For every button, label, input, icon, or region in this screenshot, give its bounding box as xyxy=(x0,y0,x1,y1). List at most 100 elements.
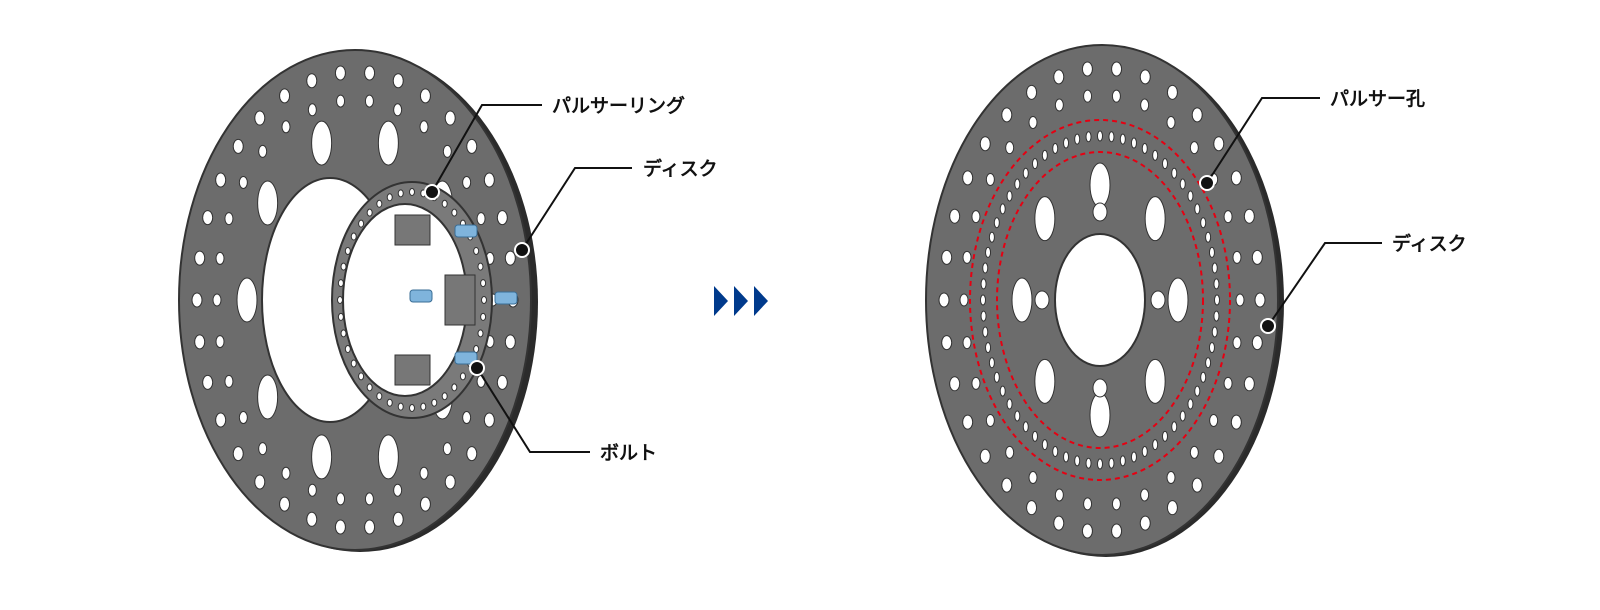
pulser-hole xyxy=(1130,451,1137,463)
pulser-hole xyxy=(1179,178,1186,190)
pulser-hole xyxy=(1063,451,1070,463)
disc-slot xyxy=(1034,196,1056,242)
pulser-hole xyxy=(1208,342,1215,354)
disc-hole xyxy=(466,138,478,154)
pulser-ring-hole xyxy=(441,199,448,208)
pulser-hole xyxy=(1141,142,1148,154)
pulser-hole xyxy=(982,262,989,274)
disc-hole xyxy=(1251,249,1263,265)
label-pulser-hole: パルサー孔 xyxy=(1330,88,1425,110)
disc-hole xyxy=(1166,500,1178,516)
pulser-hole xyxy=(1187,398,1194,410)
disc-hole xyxy=(364,492,374,506)
disc-hole xyxy=(194,250,206,266)
pulser-hole-highlight xyxy=(969,119,1231,481)
disc-hole xyxy=(1026,500,1038,516)
label-pulser-ring: パルサーリング xyxy=(552,94,685,117)
pulser-hole xyxy=(988,231,995,243)
pulser-ring-hole xyxy=(451,383,458,392)
disc-hole xyxy=(1081,61,1093,77)
disc-hole xyxy=(281,466,291,480)
disc-hole xyxy=(1111,523,1123,539)
pulser-ring-hole xyxy=(358,219,365,228)
disc-hole xyxy=(232,446,244,462)
disc-hole xyxy=(1054,98,1064,112)
pulser-hole xyxy=(1006,190,1013,202)
disc-hole xyxy=(442,442,452,456)
disc-hole xyxy=(1243,376,1255,392)
disc-hole xyxy=(1213,136,1225,152)
pulser-hole xyxy=(1052,446,1059,458)
pulser-hole xyxy=(999,385,1006,397)
mount-hole xyxy=(1034,290,1050,310)
disc-hole xyxy=(985,413,995,427)
pulser-ring-hole xyxy=(480,279,487,288)
pulser-ring-hole xyxy=(397,189,404,198)
pulser-hole xyxy=(1208,246,1215,258)
pulser-hole xyxy=(1108,457,1115,469)
pulser-hole xyxy=(1214,294,1220,306)
disc-hole xyxy=(949,376,961,392)
disc-hole xyxy=(462,175,472,189)
disc-hole xyxy=(258,144,268,158)
label-disc-before: ディスク xyxy=(643,157,718,180)
pulser-hole xyxy=(1085,131,1092,143)
pulser-hole xyxy=(1179,410,1186,422)
pulser-hole xyxy=(1152,149,1159,161)
pulser-hole xyxy=(1213,310,1220,322)
pulser-ring-hole xyxy=(441,392,448,401)
pulser-ring-hole xyxy=(481,296,487,304)
pulser-ring-hole xyxy=(358,372,365,381)
disc-hole xyxy=(1254,292,1266,308)
pulser-hole xyxy=(1014,410,1021,422)
disc-hole xyxy=(419,496,431,512)
disc-hole xyxy=(1166,471,1176,485)
pulser-ring-hole xyxy=(480,312,487,321)
pulser-ring-hole xyxy=(350,359,357,368)
disc-hole xyxy=(232,138,244,154)
disc-hole xyxy=(962,170,974,186)
disc-hole xyxy=(215,251,225,265)
disc-hole xyxy=(938,292,950,308)
disc-hole xyxy=(279,496,291,512)
pulser-hole xyxy=(1162,430,1169,442)
disc-hole xyxy=(224,374,234,388)
pulser-hole xyxy=(980,310,987,322)
disc-hole xyxy=(194,334,206,350)
pulser-hole xyxy=(993,371,1000,383)
disc-hole xyxy=(979,136,991,152)
disc-hole xyxy=(364,94,374,108)
pulser-ring-hole xyxy=(344,246,351,255)
disc-hole xyxy=(1209,413,1219,427)
pulser-hole xyxy=(1022,421,1029,433)
disc-hole xyxy=(364,65,376,81)
pulser-hole xyxy=(1171,167,1178,179)
pulser-hole xyxy=(1211,326,1218,338)
pulser-ring-hole xyxy=(451,208,458,217)
disc-hole xyxy=(1111,497,1121,511)
pulser-ring-hole xyxy=(459,372,466,381)
pulser-ring-hole xyxy=(366,383,373,392)
pulser-ring-hole xyxy=(409,188,415,196)
pulser-hole xyxy=(1119,133,1126,145)
disc-hole xyxy=(336,492,346,506)
label-disc-after: ディスク xyxy=(1392,232,1467,255)
pulser-hole xyxy=(985,246,992,258)
disc-hole xyxy=(1213,448,1225,464)
disc-hole xyxy=(1139,69,1151,85)
disc-hole xyxy=(419,88,431,104)
pulser-ring-hole xyxy=(431,398,438,407)
disc-hole xyxy=(202,210,214,226)
disc-hole xyxy=(306,511,318,527)
disc-hole xyxy=(1189,445,1199,459)
disc-hole xyxy=(1111,61,1123,77)
disc-hole xyxy=(281,120,291,134)
pulser-hole xyxy=(1152,439,1159,451)
disc-hole xyxy=(1111,89,1121,103)
pulser-hole xyxy=(1097,130,1103,142)
disc-hole xyxy=(307,483,317,497)
pulser-hole xyxy=(1014,178,1021,190)
disc-hole xyxy=(466,446,478,462)
pulser-ring-hole xyxy=(350,232,357,241)
disc-hole xyxy=(1243,208,1255,224)
